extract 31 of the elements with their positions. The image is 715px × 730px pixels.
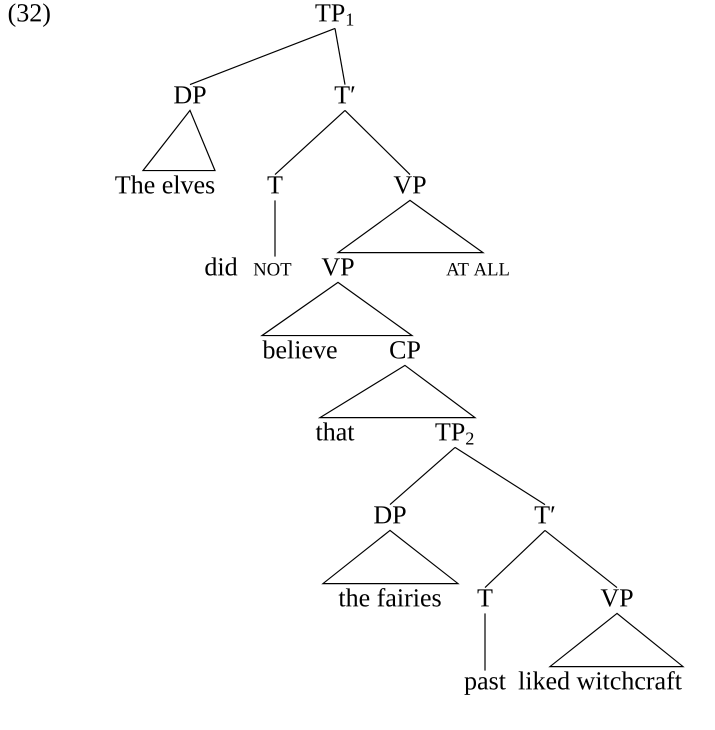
terminal-words: did NOT xyxy=(205,257,292,276)
category-label: VP xyxy=(600,589,633,607)
branch-line xyxy=(544,530,618,588)
branch-line xyxy=(190,28,336,86)
terminal-word: the fairies xyxy=(338,588,441,607)
category-label: VP xyxy=(394,176,426,194)
category-label: T′ xyxy=(534,506,555,524)
category-label: TP$_{2}$ xyxy=(435,423,474,445)
category-label: TP$_{1}$ xyxy=(315,4,354,26)
branch-line xyxy=(484,613,486,671)
category-label: DP xyxy=(374,506,406,524)
terminal-word: liked witchcraft xyxy=(518,671,682,690)
category-label: T xyxy=(478,589,493,606)
branch-line xyxy=(390,446,456,506)
terminal-word: The elves xyxy=(115,175,214,194)
terminal-word: that xyxy=(316,422,354,441)
branch-line xyxy=(334,28,346,85)
category-label: DP xyxy=(174,86,206,104)
example-number: (32) xyxy=(8,3,50,27)
branch-line xyxy=(484,530,546,588)
category-label: T xyxy=(268,176,283,194)
branch-line xyxy=(274,110,346,176)
category-label: CP xyxy=(390,341,420,359)
branch-line xyxy=(344,110,410,176)
terminal-word: AT ALL xyxy=(446,263,509,276)
branch-line xyxy=(274,200,276,257)
category-label: T′ xyxy=(334,86,355,104)
branch-line xyxy=(454,446,546,506)
terminal-word: believe xyxy=(262,340,337,359)
terminal-word: past xyxy=(464,674,506,695)
category-label: VP xyxy=(322,258,354,276)
